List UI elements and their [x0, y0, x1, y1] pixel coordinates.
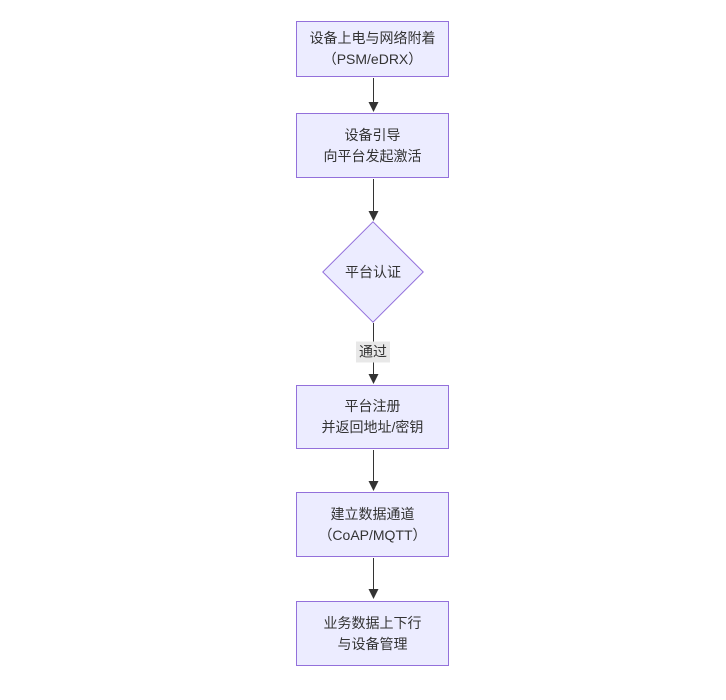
- node-platform-register: 平台注册 并返回地址/密钥: [296, 385, 449, 449]
- edge-label-pass: 通过: [356, 341, 390, 363]
- node-text: （CoAP/MQTT）: [318, 526, 427, 543]
- node-text: 业务数据上下行: [323, 614, 422, 631]
- node-data-channel: 建立数据通道 （CoAP/MQTT）: [296, 492, 449, 557]
- node-text: 平台认证: [345, 264, 401, 280]
- decision-platform-auth: 平台认证: [322, 221, 424, 323]
- node-text: 平台注册: [344, 398, 401, 414]
- node-text: （PSM/eDRX）: [322, 51, 423, 67]
- node-text: 并返回地址/密钥: [321, 419, 424, 435]
- node-text: 向平台发起激活: [323, 147, 422, 164]
- node-bootstrap: 设备引导 向平台发起激活: [296, 113, 449, 178]
- node-business-data: 业务数据上下行 与设备管理: [296, 601, 449, 666]
- node-text: 建立数据通道: [330, 505, 415, 522]
- node-text: 设备引导: [344, 126, 401, 143]
- node-text: 与设备管理: [337, 635, 408, 652]
- node-power-on: 设备上电与网络附着 （PSM/eDRX）: [296, 21, 449, 77]
- node-text: 设备上电与网络附着: [309, 30, 436, 46]
